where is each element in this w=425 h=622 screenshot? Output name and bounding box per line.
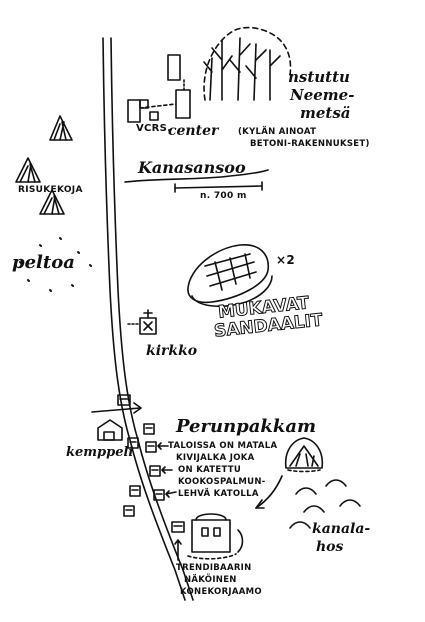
houses-note-line3: ON KATETTU <box>178 465 242 475</box>
houses-note-line5: LEHVÄ KATOLLA <box>178 489 259 499</box>
forest-label-line2: Neeme- <box>290 86 355 104</box>
house-icon <box>143 423 155 435</box>
arrow-icon <box>91 402 142 414</box>
church-icon <box>127 309 157 335</box>
repair-note-line2: NÄKÖINEN <box>184 575 237 585</box>
hills-label-line1: kanala- <box>312 521 371 537</box>
brush-heaps-label: RISUKEKOJA <box>18 185 83 195</box>
main-road <box>102 37 194 601</box>
note-line2: BETONI-RAKENNUKSET) <box>250 139 370 149</box>
house-icon <box>123 505 135 517</box>
houses-note-line2: KIVIJALKA JOKA <box>176 453 255 463</box>
houses-note-line4: KOOKOSPALMUN- <box>178 477 266 487</box>
vcrs-label: VCRS. <box>136 123 172 134</box>
house-icon <box>127 437 139 449</box>
building-icon <box>187 513 244 560</box>
distance-scale <box>174 181 263 193</box>
center-label: center <box>168 123 219 139</box>
house-icon <box>171 521 185 533</box>
house-icon <box>117 394 131 406</box>
repair-note-line1: TRENDIBAARIN <box>176 563 252 573</box>
brush-heap-icon <box>39 189 65 215</box>
field-label: peltoa <box>12 252 75 273</box>
distance-label: n. 700 m <box>200 191 247 201</box>
center-buildings <box>127 54 191 123</box>
hut-icon <box>255 437 324 509</box>
house-icon <box>145 441 157 453</box>
sandals-multiplier: ×2 <box>276 253 296 267</box>
village-label: Perunpakkam <box>176 416 317 437</box>
hill-icon <box>289 479 361 529</box>
bare-trees-icon <box>203 26 292 101</box>
house-icon <box>129 485 141 497</box>
arrow-icon <box>174 539 182 561</box>
road-name-label: Kanasansoo <box>138 158 246 177</box>
well-icon <box>97 419 123 441</box>
house-icon <box>153 489 165 501</box>
houses-note-line1: TALOISSA ON MATALA <box>168 441 278 451</box>
forest-label-line1: nstuttu <box>288 68 350 86</box>
field-dots <box>19 237 92 292</box>
road-squiggle <box>124 169 269 183</box>
church-label: kirkko <box>146 343 198 359</box>
well-label: kemppeli <box>66 445 134 460</box>
repair-note-line3: KONEKORJAAMO <box>180 587 262 597</box>
arrow-icon <box>157 442 177 498</box>
brush-heap-icon <box>15 157 41 183</box>
brush-heap-icon <box>49 115 73 141</box>
note-line1: (KYLÄN AINOAT <box>238 127 317 137</box>
forest-label-line3: metsä <box>300 104 351 122</box>
hills-label-line2: hos <box>316 539 344 555</box>
sandal-icon <box>187 244 273 308</box>
house-icon <box>149 465 161 477</box>
